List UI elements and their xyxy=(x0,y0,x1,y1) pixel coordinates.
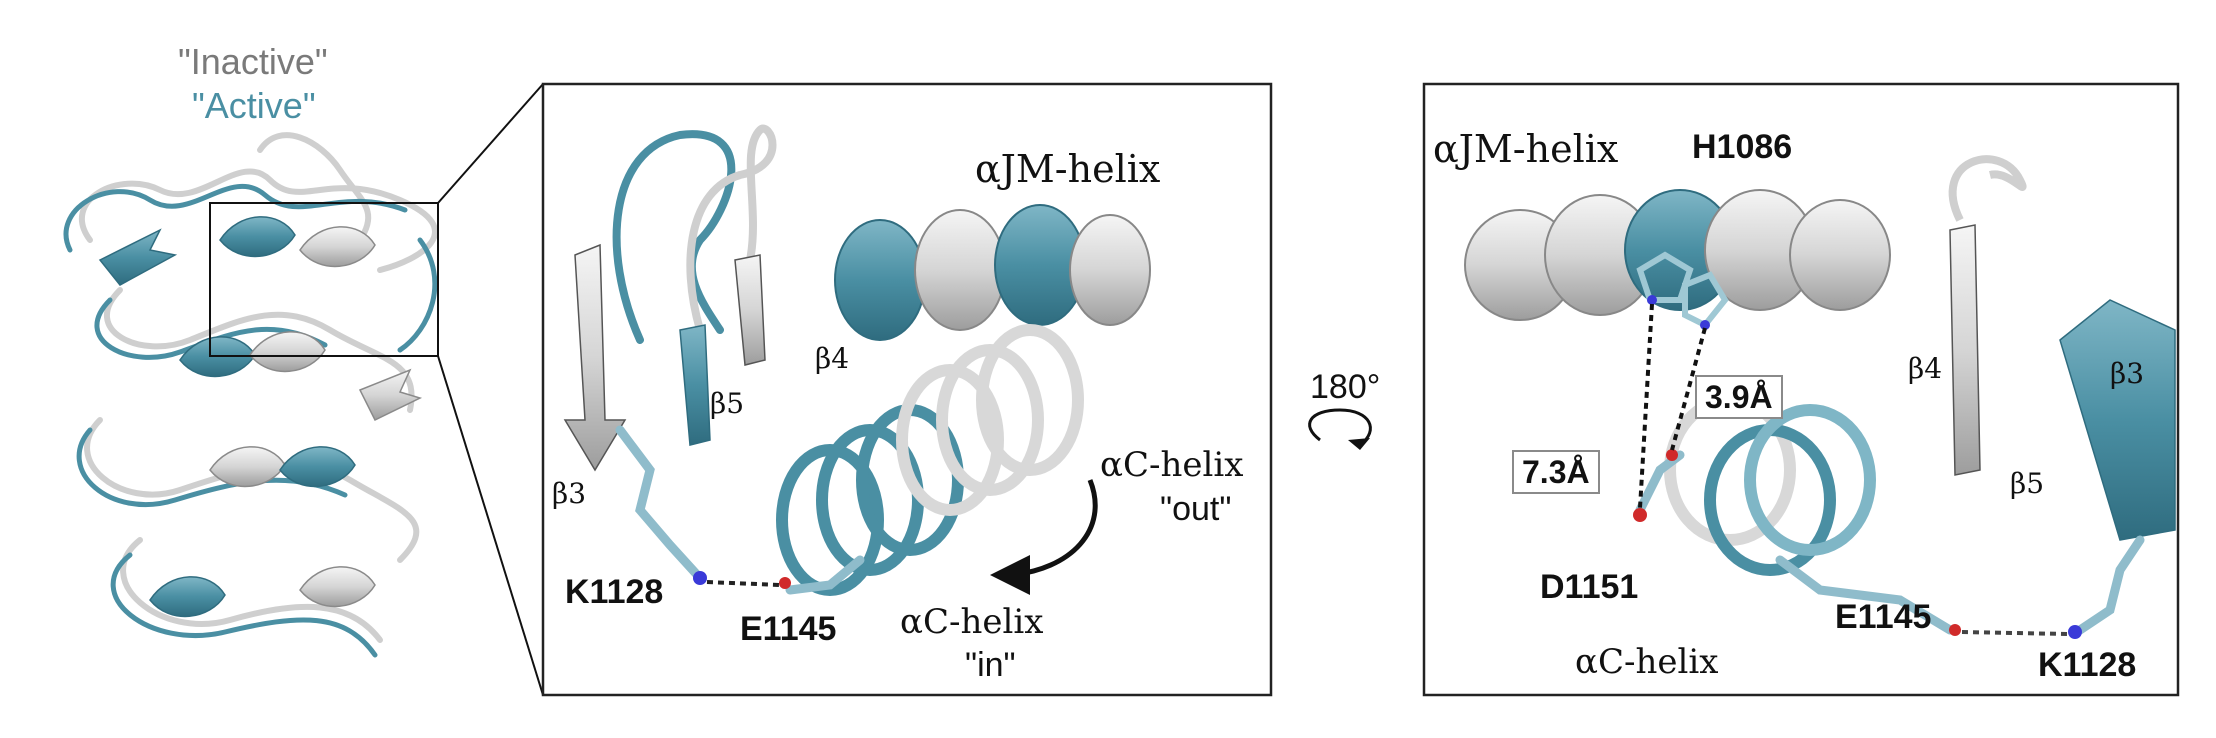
right-e1145-oxygen xyxy=(1949,624,1961,636)
mid-salt-bridge xyxy=(706,580,781,587)
right-salt-bridge xyxy=(1961,630,2069,636)
zoom-connector-top xyxy=(437,83,544,204)
right-label-dist-short: 3.9Å xyxy=(1695,375,1783,419)
mid-e1145-oxygen xyxy=(779,577,791,589)
mid-k1128-sidechain xyxy=(615,425,705,583)
right-jm-helix xyxy=(1464,189,1891,321)
right-strand-b3 xyxy=(2059,299,2176,541)
right-strand-b4 xyxy=(1949,224,1981,476)
rotation-icon xyxy=(1308,408,1372,450)
right-e1145-sidechain xyxy=(1775,555,1955,635)
mid-loop-inactive xyxy=(686,124,777,334)
mid-jm-helix xyxy=(834,204,1151,341)
right-k1128-nitrogen xyxy=(2068,625,2082,639)
mid-label-e1145: E1145 xyxy=(740,610,837,648)
overview-structure xyxy=(63,83,544,696)
right-d1151-oxygen2 xyxy=(1666,449,1678,461)
mid-label-helix-out: αC-helix xyxy=(1100,445,1244,485)
right-h1086-n1 xyxy=(1647,295,1657,305)
zoom-connector-bottom xyxy=(437,355,544,696)
right-label-b3: β3 xyxy=(2110,357,2145,390)
zoom-region-box xyxy=(209,202,439,357)
right-label-b4: β4 xyxy=(1908,352,1943,385)
right-h1086-n2 xyxy=(1700,320,1710,330)
mid-label-in: "in" xyxy=(965,646,1016,684)
mid-label-b5: β5 xyxy=(710,387,745,420)
right-dist-line-long xyxy=(1638,303,1654,509)
inactive-state-label: "Inactive" xyxy=(178,41,328,82)
right-label-e1145: E1145 xyxy=(1835,598,1932,636)
right-k1128-sidechain xyxy=(2075,535,2145,635)
right-label-b5: β5 xyxy=(2010,467,2045,500)
mid-strand-b3 xyxy=(563,243,627,472)
rotation-label: 180° xyxy=(1310,368,1381,406)
mid-label-helix-in: αC-helix xyxy=(900,602,1044,642)
mid-label-b4: β4 xyxy=(815,342,850,375)
right-panel xyxy=(1422,82,2180,697)
right-d1151-oxygen xyxy=(1633,508,1647,522)
mid-e1145-sidechain xyxy=(785,555,865,595)
middle-panel-frame xyxy=(541,82,1273,697)
right-label-k1128: K1128 xyxy=(2038,646,2137,684)
mid-c-helix-inactive xyxy=(896,324,1084,516)
right-c-helix xyxy=(1664,394,1876,576)
right-label-dist-long: 7.3Å xyxy=(1512,450,1600,494)
mid-motion-arrowhead xyxy=(990,555,1030,595)
mid-label-jm-helix: αJM-helix xyxy=(975,147,1161,191)
right-loop xyxy=(1948,155,2027,222)
overview-helix-ribbons xyxy=(98,216,423,618)
mid-label-b3: β3 xyxy=(552,477,587,510)
mid-k1128-nitrogen xyxy=(693,571,707,585)
right-label-jm-helix: αJM-helix xyxy=(1433,127,1619,171)
right-label-d1151: D1151 xyxy=(1540,568,1639,606)
right-label-h1086: H1086 xyxy=(1692,128,1793,166)
mid-label-out: "out" xyxy=(1160,490,1232,528)
active-state-label: "Active" xyxy=(192,85,316,126)
mid-motion-arrow xyxy=(1009,479,1098,578)
right-h1086-ring xyxy=(1636,251,1729,329)
mid-strand-b5 xyxy=(679,324,711,446)
right-panel-frame xyxy=(1422,82,2180,697)
mid-strand-b4 xyxy=(734,254,766,366)
mid-label-k1128: K1128 xyxy=(565,573,664,611)
middle-panel xyxy=(541,82,1273,697)
right-label-helix-c: αC-helix xyxy=(1575,642,1719,682)
